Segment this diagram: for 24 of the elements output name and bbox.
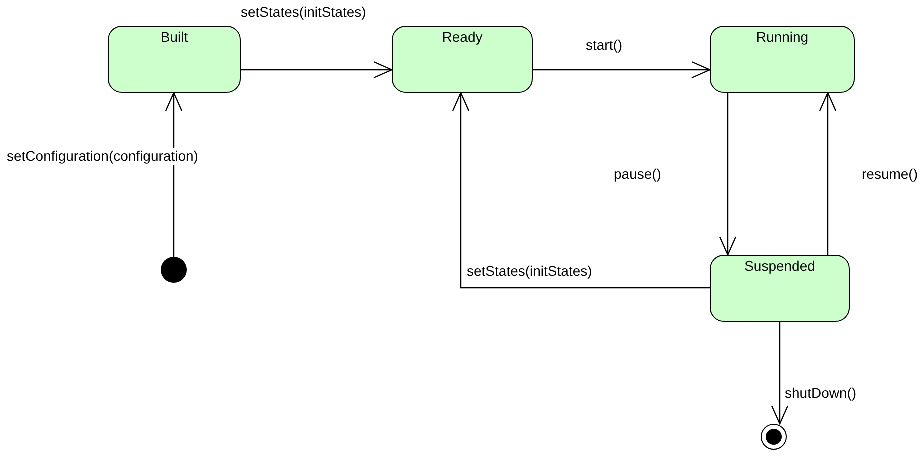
state-name: Running xyxy=(756,29,809,45)
state-name: Ready xyxy=(442,29,483,45)
state-name: Built xyxy=(160,29,188,45)
final-state-icon xyxy=(761,424,787,450)
transition-arrow xyxy=(165,92,183,257)
edge-label: setStates(initStates) xyxy=(241,4,366,21)
transition-arrow xyxy=(819,92,837,255)
state-name: Suspended xyxy=(744,258,816,274)
edge-label: pause() xyxy=(614,166,662,183)
transition-arrow xyxy=(719,93,737,256)
initial-state-dot xyxy=(161,257,187,283)
state-box xyxy=(710,26,855,93)
transition-arrow xyxy=(452,92,710,289)
edge-label: start() xyxy=(586,37,623,54)
edge-label: shutDown() xyxy=(785,385,857,402)
transition-arrow xyxy=(771,322,789,425)
transition-arrow xyxy=(241,61,393,79)
state-box xyxy=(392,26,533,93)
edge-label: setStates(initStates) xyxy=(467,263,592,280)
transition-arrow xyxy=(533,61,711,79)
state-box xyxy=(108,26,241,93)
state-box xyxy=(710,255,850,322)
edge-label: setConfiguration(configuration) xyxy=(7,148,198,165)
edge-label: resume() xyxy=(862,166,918,183)
